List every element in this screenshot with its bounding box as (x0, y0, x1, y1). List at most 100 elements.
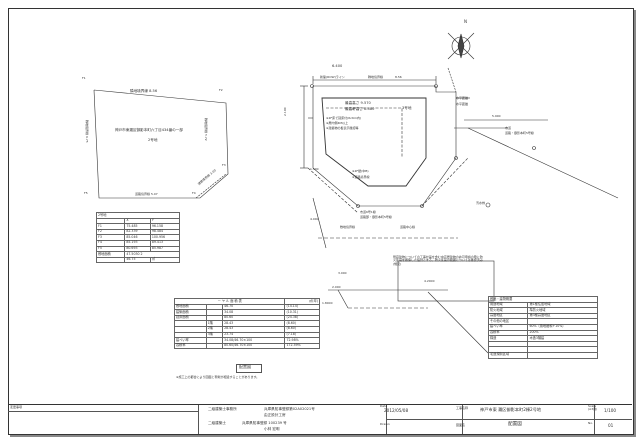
site-plan-drawing (93, 32, 619, 354)
cell: 34.08/46.70×100 (222, 337, 286, 344)
cell: (8.60) (284, 326, 320, 333)
area-label: 敷地面積 (95, 251, 126, 258)
bottom-note-2: ※道路境界線 (352, 175, 370, 179)
caption-box (236, 364, 262, 373)
dim-road-1: 4.000 (310, 217, 319, 221)
table-row: 用途地域第1種住居地域 (487, 301, 598, 309)
cell: (14.14) (284, 303, 320, 311)
max-eave-height: 最高軒高さ 8.480 (345, 107, 375, 111)
north-label: N (464, 19, 467, 24)
drawing-value: 配置図 (508, 422, 522, 427)
office-reg: 兵庫県知事登録第02A02021号 (264, 407, 315, 411)
cell: 1階 (205, 320, 224, 327)
right-road-2: 道路・御影本町5号線 (505, 131, 534, 135)
project-label: 工事名称 (456, 406, 469, 410)
lot3-label: 3号地 (402, 106, 412, 110)
setback-line (326, 107, 403, 158)
road-diagonal-bottom (427, 291, 489, 354)
legend-dim-2: 4.2000 (424, 279, 435, 283)
architect-label: 二級建築士 (208, 421, 226, 425)
sketch-note: 既存建物についての工事計画を含む中高層建物の許可申請の際に防火区画を確保した設計… (393, 255, 483, 266)
table-row (487, 340, 598, 348)
cell: 34.08 (222, 309, 286, 316)
cell (205, 303, 224, 311)
area-value: 46.75 (124, 256, 151, 264)
site-boundary (312, 85, 457, 207)
cell (527, 318, 598, 325)
lot2-point-f3: F3 (222, 163, 226, 167)
cell: (8.60) (284, 320, 320, 327)
lot2-point-f5: F5 (84, 191, 88, 195)
cell: 80.60/46.70×100 (222, 342, 286, 350)
cell: その他の地区 (487, 318, 529, 325)
lot2-dim-top: 隣地境界線 8.56 (130, 89, 158, 93)
no-label: No. (588, 421, 593, 425)
table-row: 高度地区第3種高度地区 (487, 312, 598, 320)
drawn-label: Drawn (380, 422, 390, 426)
road-setback-diag-2 (421, 157, 469, 207)
area-caption: 配置図 (239, 364, 251, 369)
lot2-point-f2: F2 (219, 88, 223, 92)
area-formula: 47.5030 2 (124, 251, 180, 258)
cell (487, 346, 529, 353)
office-label: 二級建築士事務所 (208, 407, 237, 411)
cell: (7.18) (284, 331, 320, 339)
manhole-label: 汚水桝 (476, 201, 486, 205)
revision-cell (8, 405, 199, 434)
cell: 23.74 (222, 331, 286, 339)
project-value: 神戸市東 灘区御影本町2棟2号地 (480, 407, 542, 412)
cell: 宅造規制区域 (487, 351, 529, 359)
no-value: 01 (608, 423, 614, 428)
date-value: 2012/05/08 (384, 408, 409, 413)
cell: 28.43 (222, 320, 286, 327)
dim-top-1: 6.400 (332, 64, 343, 68)
right-label-1: 水平距離 (456, 96, 469, 100)
cell: 容積率 (174, 342, 207, 350)
table-row: 46.75 ㎡ (95, 256, 181, 264)
dim-top-2: 8.56 (395, 75, 402, 79)
cell (205, 337, 224, 344)
wall-note-3: ※建築物の板表示確認等 (326, 126, 359, 130)
lot2-dim-right: 隣地境界線 5.72 (204, 118, 208, 141)
cell: (10.31) (284, 309, 320, 316)
cell: 第1種住居地域 (527, 301, 598, 309)
lot2-boundary (93, 89, 229, 199)
area-table-unit: ㎡(坪) (284, 298, 320, 305)
lot2-dim-left: 隣地境界線 6.75 (85, 120, 89, 143)
cell: (24.38) (284, 314, 320, 322)
wall-note-1: ※2F床で延床付(Rc6m内) (326, 116, 362, 120)
cell: 第3種高度地区 (527, 312, 598, 320)
cell (205, 309, 224, 316)
cell: 60%（角地緩和+10%） (527, 324, 598, 331)
dim-left-value: 2.100 (283, 107, 287, 116)
wall-note-2: ※屋内側4M以上 (326, 121, 349, 125)
cell (205, 342, 224, 350)
road-owner: 道路部・御影本町5号線 (360, 215, 392, 219)
cell: 建ぺい率 (487, 324, 529, 331)
lot2-address: 神戸市東灘区御影本町六丁目434番の一部 (115, 128, 183, 132)
road-note-2: 道路中心線 (400, 225, 416, 229)
cell: 46.70 (222, 303, 286, 311)
cell: 用途地域 (487, 301, 529, 309)
cell: 80.60 (222, 314, 286, 322)
cell: 準防火地域 (527, 307, 598, 314)
cell: 高度地区 (487, 312, 529, 320)
lot2-point-f1: F1 (82, 76, 86, 80)
architect-name: 小林 宏明 (264, 427, 280, 431)
cell: 172.59% (284, 342, 320, 350)
cell (527, 346, 598, 353)
cell: 200% (527, 329, 598, 337)
label-setback: 新築(ROW)ライン (320, 75, 345, 79)
lot2-point-f4: F4 (192, 191, 196, 195)
table-row: 構造木造3階建 (487, 335, 598, 342)
building-outline (321, 97, 427, 187)
area-unit: ㎡ (149, 256, 181, 264)
cell: 木造3階建 (527, 335, 598, 342)
